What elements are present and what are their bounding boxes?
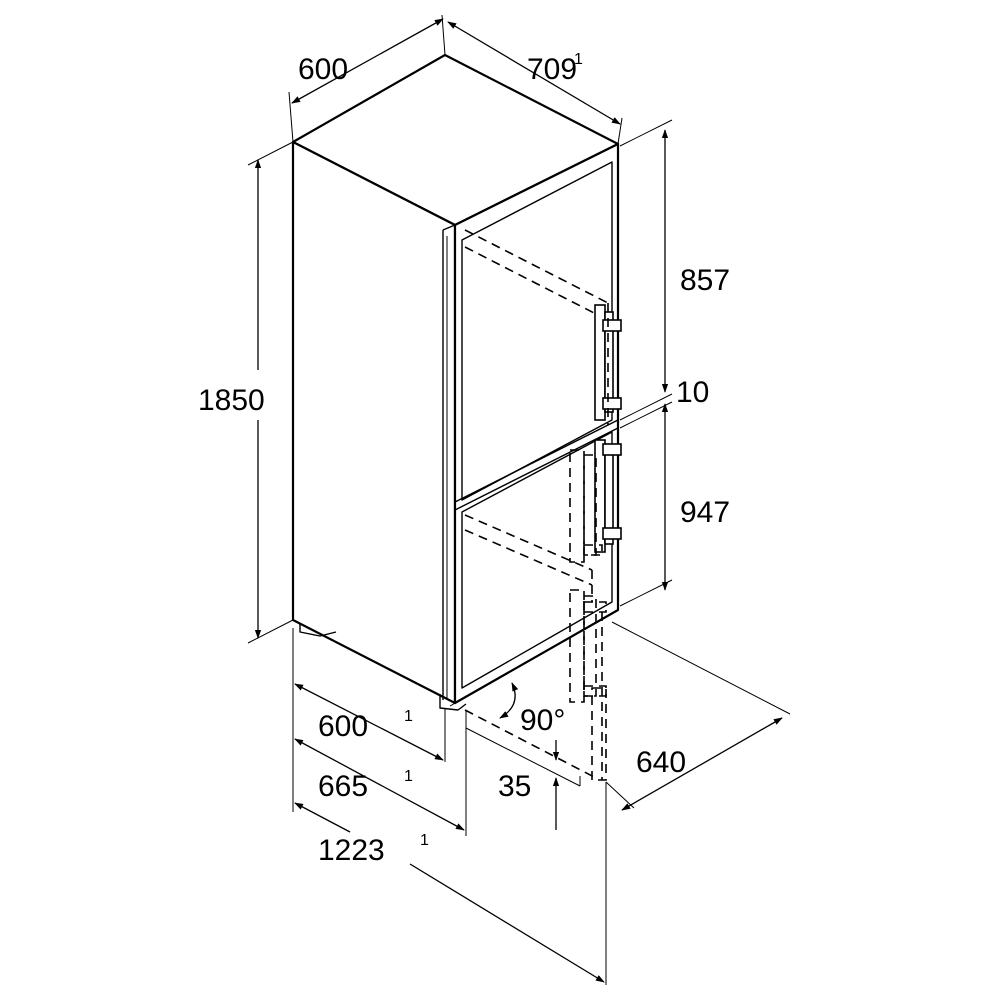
lower-handle <box>594 439 622 553</box>
dim-top-depth: 709 1 <box>447 21 623 145</box>
note-depth-body: 1 <box>404 708 413 725</box>
upper-door <box>461 161 613 501</box>
label-depth-open: 1223 <box>318 834 385 867</box>
note-depth-open: 1 <box>420 832 429 849</box>
label-open-width: 640 <box>636 746 686 779</box>
note-depth-handle: 1 <box>404 768 413 785</box>
front-face <box>453 142 620 705</box>
note-top-depth: 1 <box>574 51 583 68</box>
dim-open-angle: 90° <box>499 682 565 737</box>
label-top-width: 600 <box>298 53 348 86</box>
dim-depths: 600 1 665 1 1223 1 <box>292 628 607 985</box>
label-top-depth: 709 <box>527 53 577 86</box>
dim-open-width: 640 <box>605 621 791 811</box>
lower-door <box>461 431 613 689</box>
side-face <box>291 140 457 705</box>
label-door-gap: 10 <box>676 376 709 409</box>
upper-handle <box>594 304 622 421</box>
label-upper-door: 857 <box>680 264 730 297</box>
dim-door-heights: 857 10 947 <box>619 119 730 607</box>
label-depth-handle: 665 <box>318 770 368 803</box>
label-lower-door: 947 <box>680 496 730 529</box>
label-open-angle: 90° <box>520 704 565 737</box>
label-depth-body: 600 <box>318 710 368 743</box>
label-height: 1850 <box>198 384 265 417</box>
dim-top-width: 600 <box>288 14 446 143</box>
open-door-outline <box>464 229 609 781</box>
dim-height: 1850 <box>198 141 294 644</box>
dim-handle-offset: 35 <box>465 727 581 830</box>
fridge-body <box>291 53 620 711</box>
label-handle-offset: 35 <box>498 770 531 803</box>
